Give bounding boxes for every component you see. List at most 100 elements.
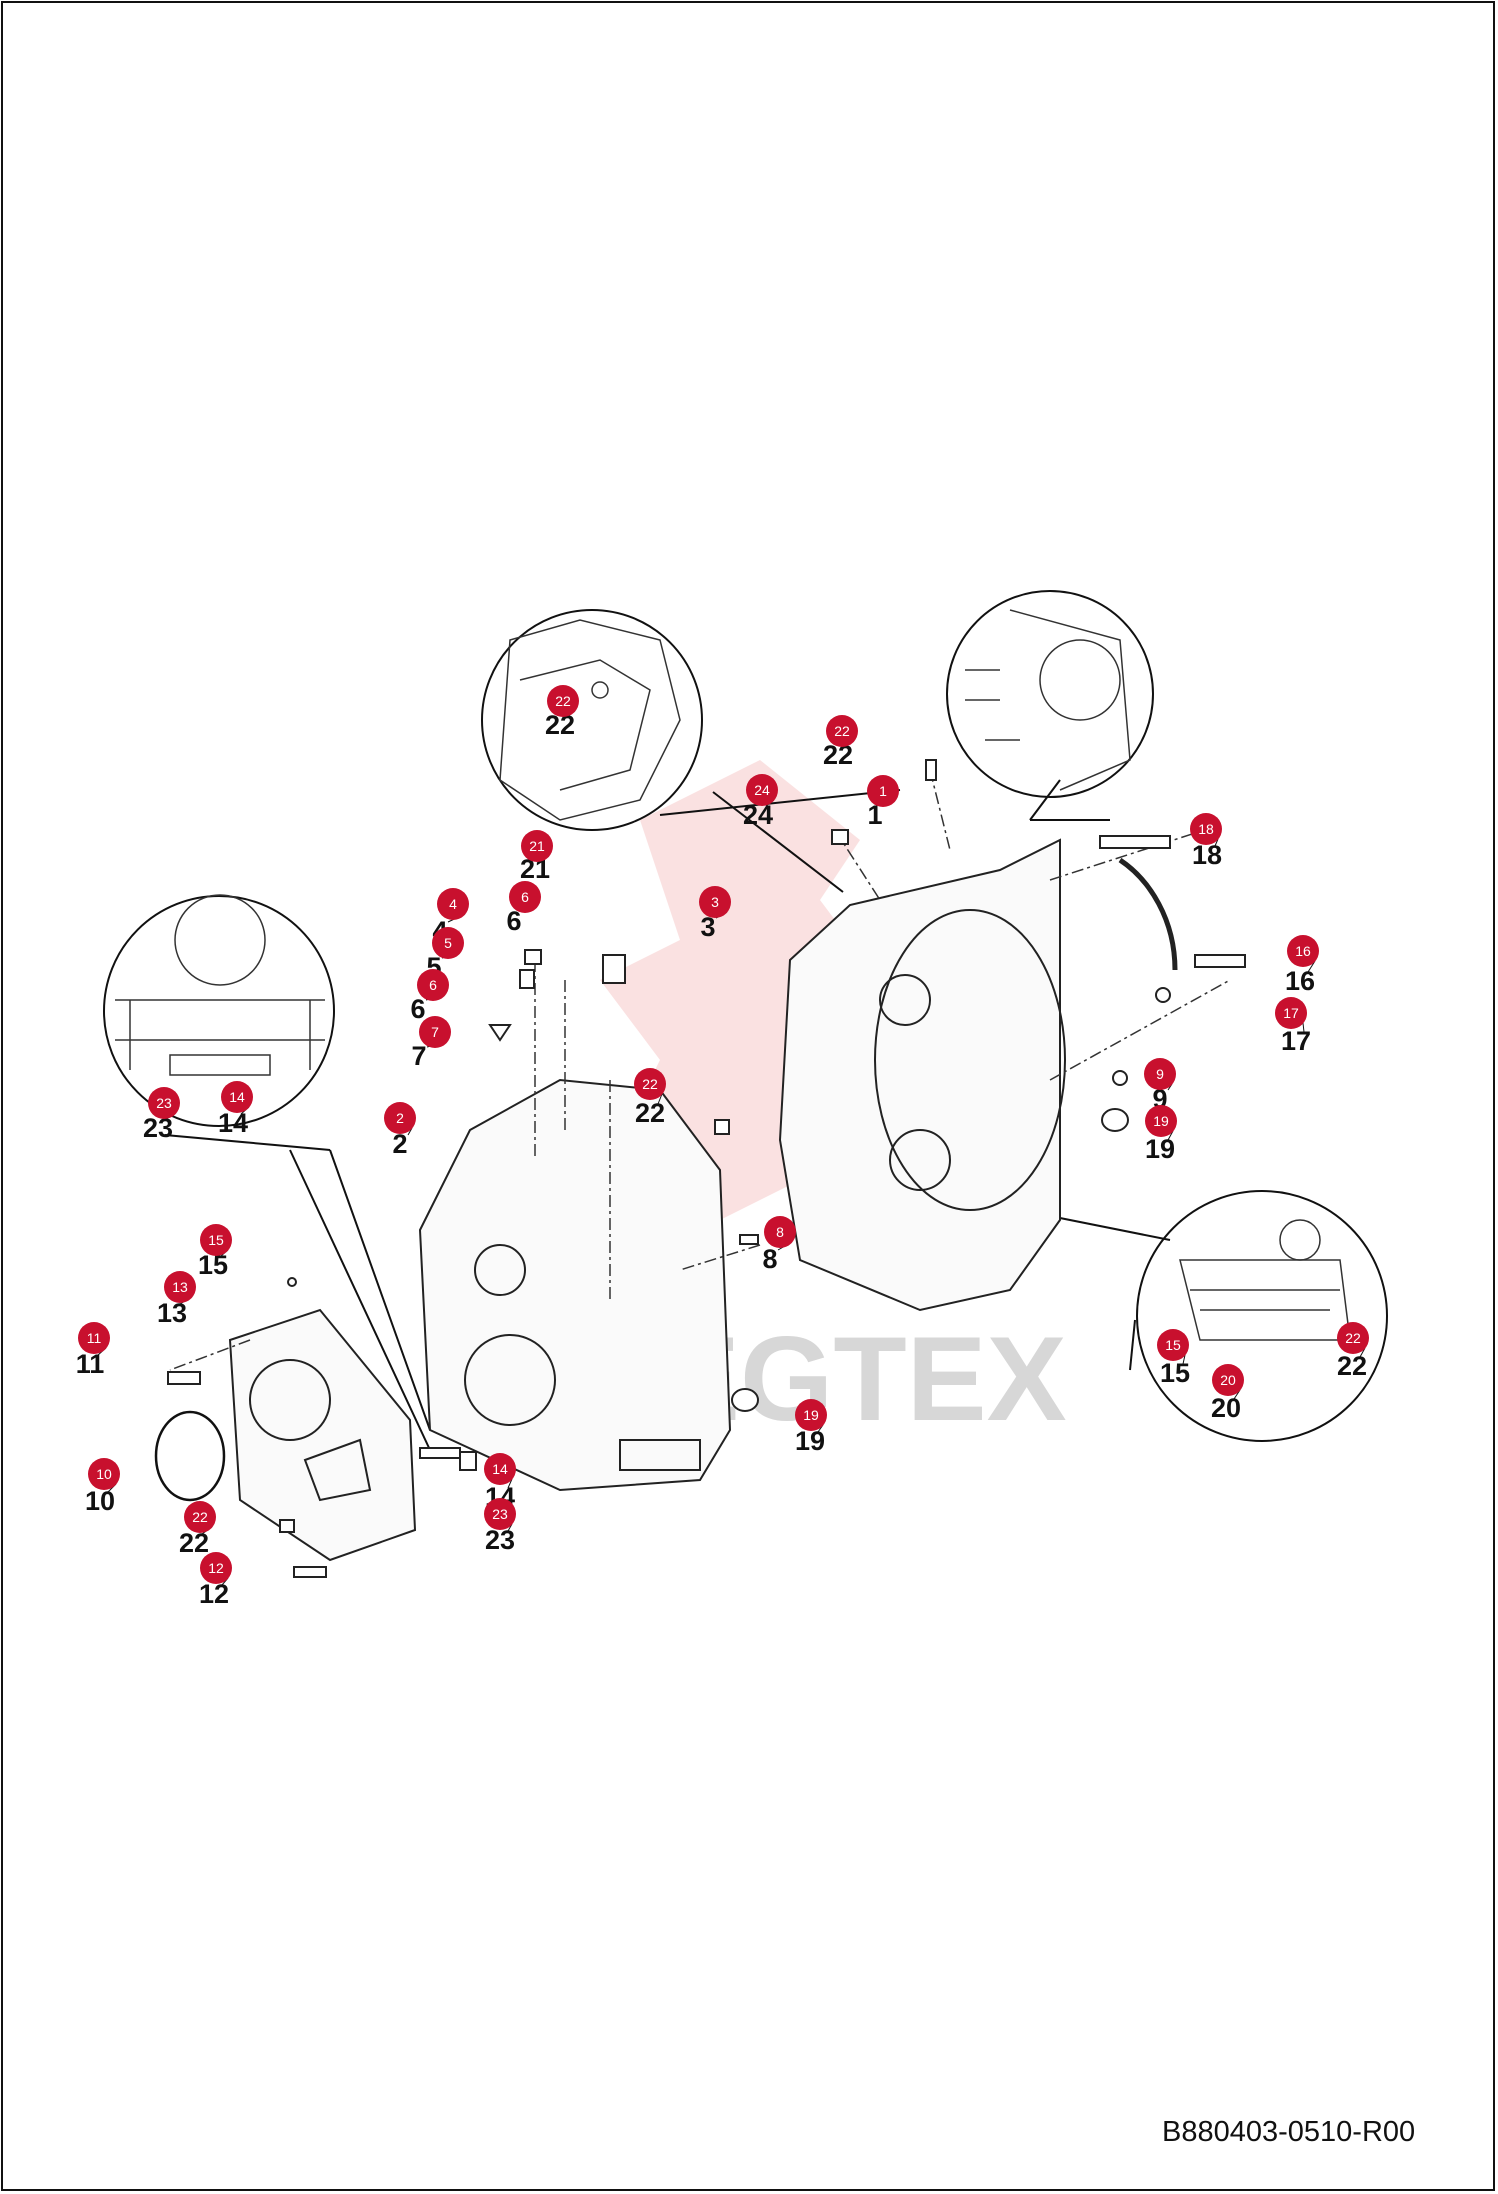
balloon-number: 15 [208, 1232, 224, 1248]
callout-balloon-20[interactable]: 20 [1212, 1364, 1244, 1396]
balloon-circle [78, 1322, 110, 1354]
callout-balloon-5[interactable]: 5 [432, 927, 464, 959]
plug-22-mid [714, 1119, 730, 1135]
hardware [167, 759, 1246, 1578]
callout-balloon-4[interactable]: 4 [437, 888, 469, 920]
callout-balloon-16[interactable]: 16 [1287, 935, 1319, 967]
balloon-number: 22 [555, 693, 571, 709]
balloon-number: 14 [229, 1089, 245, 1105]
callout-balloon-6[interactable]: 6 [509, 881, 541, 913]
callout-balloon-22[interactable]: 22 [826, 715, 858, 747]
callout-balloon-22[interactable]: 22 [1337, 1322, 1369, 1354]
bolt-14 [419, 1447, 461, 1459]
callout-balloon-19[interactable]: 19 [795, 1399, 827, 1431]
o-ring [154, 1410, 226, 1502]
pin-15 [287, 1277, 297, 1287]
detail-left-sketch [115, 894, 325, 1076]
balloon-number: 6 [521, 889, 529, 905]
callout-balloon-13[interactable]: 13 [164, 1271, 196, 1303]
part-label-14: 14 [218, 1108, 248, 1138]
part-label-13: 13 [157, 1298, 187, 1328]
assembly-lines [169, 769, 1231, 1371]
plug-22-top [925, 759, 937, 781]
balloon-number: 23 [492, 1506, 508, 1522]
plug-22-bottom [279, 1519, 295, 1533]
balloon-circle [699, 886, 731, 918]
callout-leader [507, 1478, 513, 1489]
balloon-circle [88, 1458, 120, 1490]
balloon-number: 14 [492, 1461, 508, 1477]
part-number-labels: 2222241182164567316172291922314815131119… [76, 710, 1367, 1609]
callout-balloon-8[interactable]: 8 [764, 1216, 796, 1248]
washer-17 [1155, 987, 1171, 1003]
balloon-circle [432, 927, 464, 959]
callout-balloon-12[interactable]: 12 [200, 1552, 232, 1584]
plug-6 [519, 969, 535, 989]
part-label-1: 1 [867, 800, 882, 830]
callout-balloon-23[interactable]: 23 [484, 1498, 516, 1530]
plug-24 [831, 829, 849, 845]
callout-balloon-19[interactable]: 19 [1145, 1105, 1177, 1137]
callout-balloon-23[interactable]: 23 [148, 1087, 180, 1119]
balloon-circle [148, 1087, 180, 1119]
cover-plate [228, 1308, 417, 1562]
balloon-number: 19 [803, 1407, 819, 1423]
breather-7 [488, 1024, 512, 1042]
callout-balloon-15[interactable]: 15 [200, 1224, 232, 1256]
part-label-6: 6 [410, 994, 425, 1024]
callout-balloon-17[interactable]: 17 [1275, 997, 1307, 1029]
part-label-16: 16 [1285, 966, 1315, 996]
callout-balloon-14[interactable]: 14 [221, 1081, 253, 1113]
callout-balloon-2[interactable]: 2 [384, 1102, 416, 1134]
callout-balloon-21[interactable]: 21 [521, 830, 553, 862]
callout-leader [1182, 1354, 1186, 1365]
balloon-number: 24 [754, 782, 770, 798]
callout-balloon-1[interactable]: 1 [867, 775, 899, 807]
callout-balloon-22[interactable]: 22 [634, 1068, 666, 1100]
callout-leader [1359, 1347, 1366, 1358]
callout-balloon-3[interactable]: 3 [699, 886, 731, 918]
pin-8 [739, 1234, 759, 1245]
part-label-10: 10 [85, 1486, 115, 1516]
part-label-22: 22 [635, 1098, 665, 1128]
part-label-12: 12 [199, 1579, 229, 1609]
part-label-2: 2 [392, 1129, 407, 1159]
balloon-circle [1212, 1364, 1244, 1396]
balloon-number: 12 [208, 1560, 224, 1576]
balloon-circle [200, 1224, 232, 1256]
detail-circle-top-right [946, 590, 1154, 798]
bolt-18 [1099, 835, 1171, 849]
callout-balloon-6[interactable]: 6 [417, 969, 449, 1001]
callout-balloon-7[interactable]: 7 [419, 1016, 451, 1048]
callout-balloon-15[interactable]: 15 [1157, 1329, 1189, 1361]
balloon-circle [547, 685, 579, 717]
balloon-number: 15 [1165, 1337, 1181, 1353]
sensor-21 [602, 954, 626, 984]
balloon-circle [484, 1498, 516, 1530]
balloon-number: 21 [529, 838, 545, 854]
callout-balloon-14[interactable]: 14 [484, 1453, 516, 1485]
balloon-number: 17 [1283, 1005, 1299, 1021]
balloon-circle [826, 715, 858, 747]
callout-balloon-24[interactable]: 24 [746, 774, 778, 806]
callout-balloon-10[interactable]: 10 [88, 1458, 120, 1490]
part-label-7: 7 [411, 1041, 426, 1071]
callout-balloon-22[interactable]: 22 [184, 1501, 216, 1533]
balloon-number: 4 [449, 896, 457, 912]
balloon-number: 16 [1295, 943, 1311, 959]
balloon-circle [1157, 1329, 1189, 1361]
balloon-circle [795, 1399, 827, 1431]
detail-leaders [164, 779, 1171, 1451]
callout-balloon-22[interactable]: 22 [547, 685, 579, 717]
callout-balloon-9[interactable]: 9 [1144, 1058, 1176, 1090]
callout-leader [1167, 1130, 1174, 1141]
balloon-circle [521, 830, 553, 862]
callout-balloon-11[interactable]: 11 [78, 1322, 110, 1354]
balloon-number: 2 [396, 1110, 404, 1126]
detail-top-right-sketch [965, 609, 1131, 791]
callout-balloon-18[interactable]: 18 [1190, 813, 1222, 845]
balloon-number: 6 [429, 977, 437, 993]
